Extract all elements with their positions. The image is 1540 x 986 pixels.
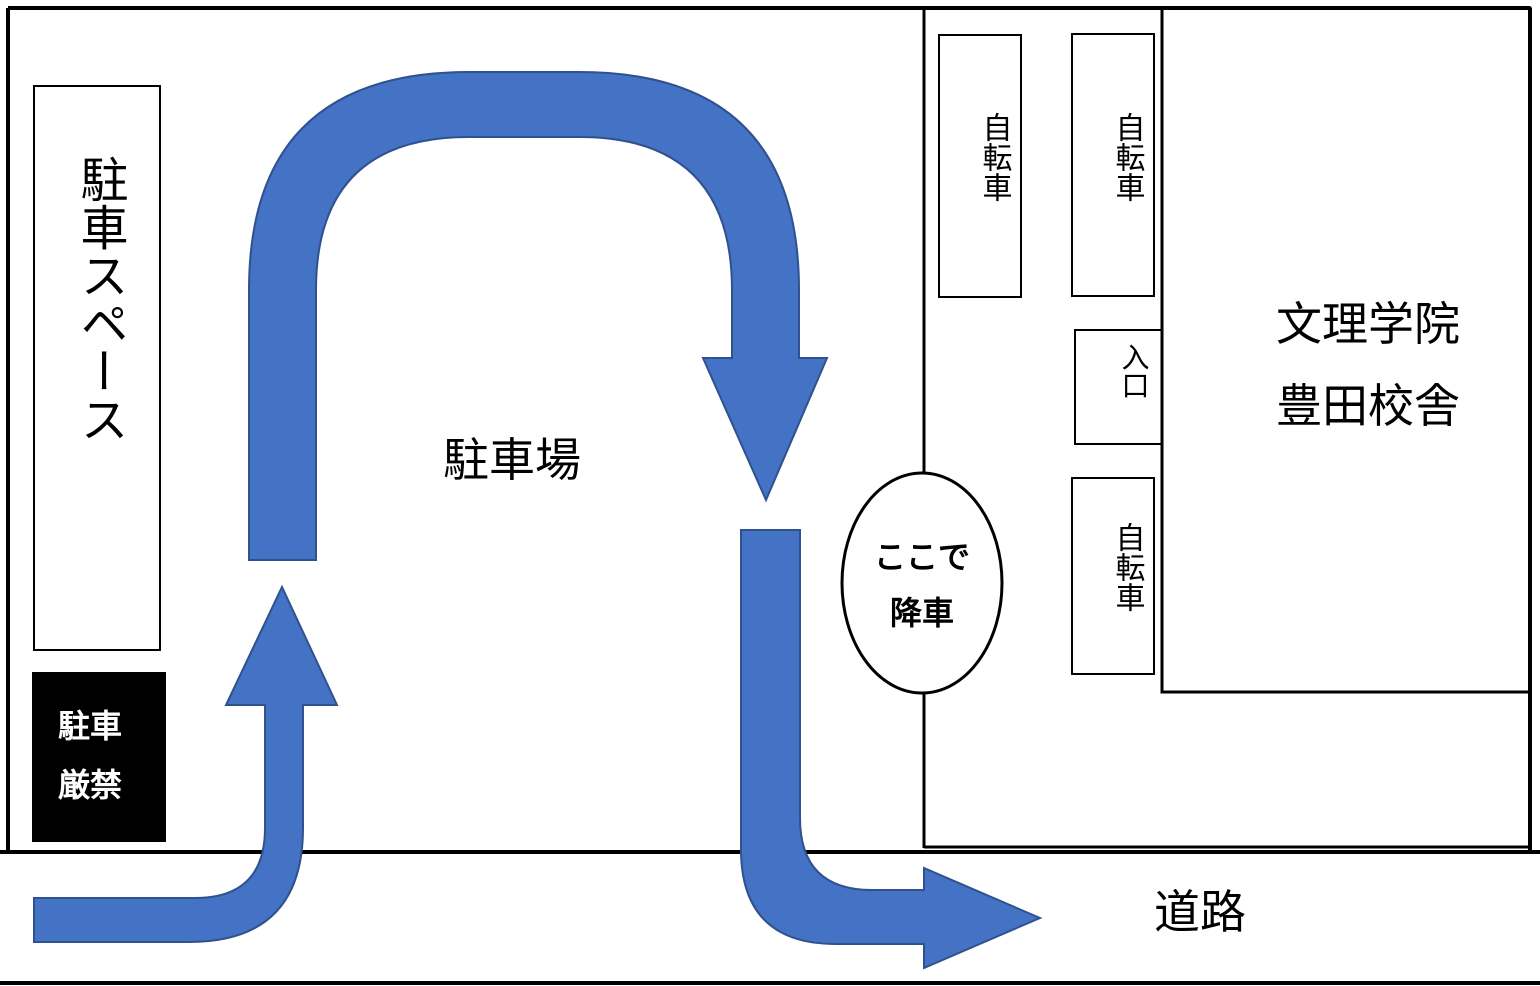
bicycle-label-2: 自転車 bbox=[1110, 112, 1145, 202]
no-parking-label-line1: 駐車 bbox=[58, 707, 122, 745]
bicycle-label-3: 自転車 bbox=[1110, 522, 1145, 612]
entry-arrow bbox=[33, 584, 339, 943]
dropoff-label-line1: ここで bbox=[874, 538, 970, 576]
entrance-box bbox=[1074, 329, 1163, 445]
parking-space-label: 駐車スペース bbox=[72, 155, 128, 443]
entrance-label: 入口 bbox=[1118, 343, 1151, 399]
bicycle-box-3 bbox=[1071, 477, 1155, 675]
bicycle-box-2 bbox=[1071, 33, 1155, 297]
exit-arrow bbox=[740, 529, 1043, 970]
bicycle-box-1 bbox=[938, 34, 1022, 298]
dropoff-label-line2: 降車 bbox=[890, 594, 954, 632]
no-parking-box bbox=[32, 672, 166, 842]
parking-space-box bbox=[33, 85, 161, 651]
parking-lot-label: 駐車場 bbox=[443, 433, 581, 487]
no-parking-label-line2: 厳禁 bbox=[58, 766, 122, 804]
building-name-line1: 文理学院 bbox=[1276, 297, 1460, 351]
dropoff-ellipse bbox=[840, 471, 1004, 695]
uturn-arrow bbox=[248, 71, 829, 561]
road-label: 道路 bbox=[1154, 885, 1246, 939]
building-name-line2: 豊田校舎 bbox=[1276, 379, 1460, 433]
bicycle-label-1: 自転車 bbox=[977, 112, 1012, 202]
